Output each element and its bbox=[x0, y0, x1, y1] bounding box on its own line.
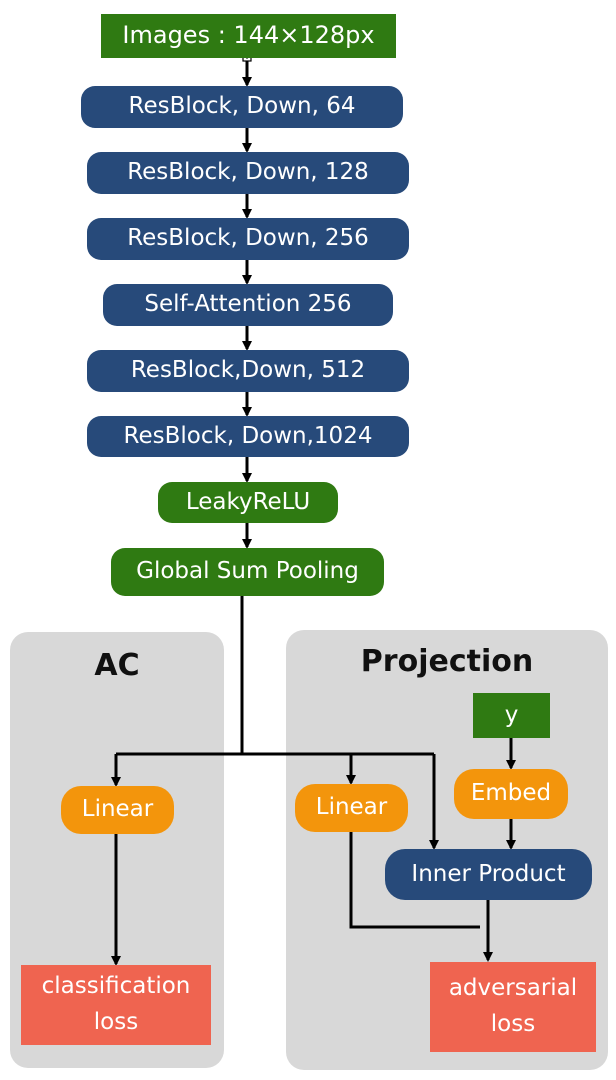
ac-panel-title: AC bbox=[94, 648, 140, 683]
node-resblock-256: ResBlock, Down, 256 bbox=[87, 218, 409, 260]
node-y: y bbox=[473, 693, 550, 738]
node-classification-loss: classification loss bbox=[21, 965, 211, 1045]
node-ac-linear: Linear bbox=[61, 786, 174, 834]
line-proj-linear-to-loss bbox=[349, 831, 480, 929]
node-images: Images : 144×128px bbox=[101, 14, 396, 58]
node-inner-product: Inner Product bbox=[385, 849, 592, 900]
node-proj-linear: Linear bbox=[295, 784, 408, 832]
node-leaky-relu: LeakyReLU bbox=[158, 482, 338, 523]
node-self-attention: Self-Attention 256 bbox=[103, 284, 393, 326]
projection-panel-title: Projection bbox=[360, 644, 534, 679]
node-resblock-512: ResBlock,Down, 512 bbox=[87, 350, 409, 392]
node-global-sum-pooling: Global Sum Pooling bbox=[111, 548, 384, 596]
node-adversarial-loss: adversarial loss bbox=[430, 962, 596, 1052]
node-embed: Embed bbox=[454, 769, 568, 819]
node-resblock-64: ResBlock, Down, 64 bbox=[81, 86, 403, 128]
node-resblock-128: ResBlock, Down, 128 bbox=[87, 152, 409, 194]
node-resblock-1024: ResBlock, Down,1024 bbox=[87, 416, 409, 457]
